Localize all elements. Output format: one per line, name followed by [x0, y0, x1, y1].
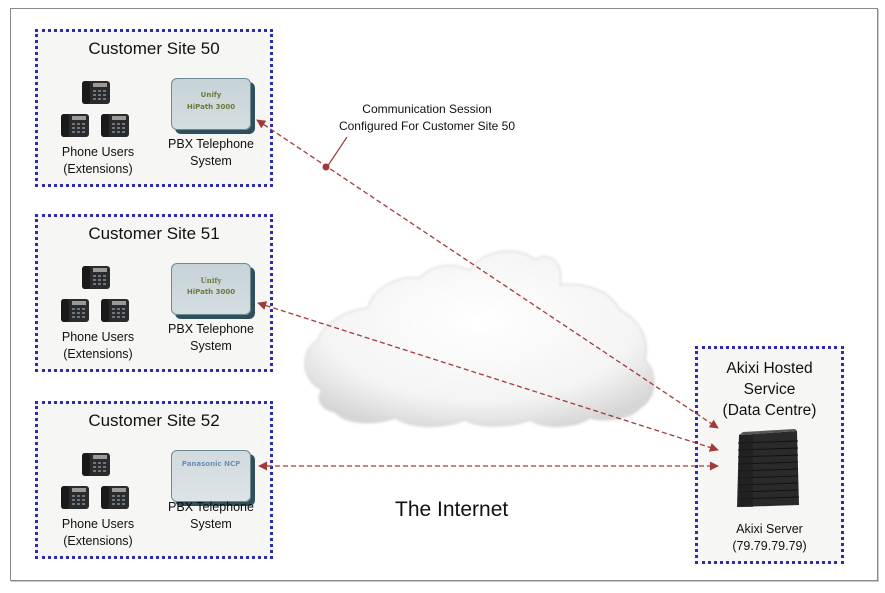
customer-site-50: Customer Site 50 Phone Users (Extensions… — [35, 29, 273, 187]
desk-phone-icon — [101, 114, 129, 137]
pbx-label: PBX Telephone System — [156, 499, 266, 533]
data-centre-title: Akixi Hosted Service (Data Centre) — [698, 358, 841, 421]
site-title: Customer Site 52 — [88, 411, 220, 430]
annotation-anchor-dot — [322, 163, 330, 171]
session-annotation: Communication Session Configured For Cus… — [327, 101, 527, 135]
pbx-device-icon: Unify HiPath 3000 — [171, 263, 251, 315]
annotation-leader-line — [326, 136, 348, 168]
pbx-device-brand: Panasonic NCP — [181, 460, 241, 468]
data-centre-title-line1: Akixi Hosted — [726, 360, 813, 377]
phone-users-label: Phone Users (Extensions) — [43, 144, 153, 178]
pbx-device-model: HiPath 3000 — [186, 103, 236, 111]
phone-users-label: Phone Users (Extensions) — [43, 516, 153, 550]
desk-phone-icon — [82, 453, 110, 476]
phone-users-label: Phone Users (Extensions) — [43, 329, 153, 363]
server-rack-icon — [737, 429, 800, 507]
pbx-label-line1: PBX Telephone — [168, 137, 254, 151]
internet-label: The Internet — [395, 498, 509, 521]
pbx-label: PBX Telephone System — [156, 136, 266, 170]
connection-site-51 — [257, 301, 719, 452]
data-centre-title-line2: Service — [743, 381, 796, 398]
desk-phone-icon — [61, 299, 89, 322]
phone-users-label-line2: (Extensions) — [63, 162, 133, 176]
annotation-line1: Communication Session — [362, 102, 492, 116]
site-title: Customer Site 50 — [88, 39, 220, 58]
server-ip: (79.79.79.79) — [732, 539, 807, 553]
customer-site-51: Customer Site 51 Phone Users (Extensions… — [35, 214, 273, 372]
akixi-data-centre: Akixi Hosted Service (Data Centre) Akixi… — [695, 346, 844, 564]
phone-users-label-line1: Phone Users — [61, 330, 135, 344]
pbx-label-line2: System — [190, 154, 232, 168]
pbx-label-line2: System — [190, 339, 232, 353]
desk-phone-icon — [101, 299, 129, 322]
server-name: Akixi Server — [736, 522, 803, 536]
pbx-label-line1: PBX Telephone — [168, 322, 254, 336]
connection-site-50 — [256, 119, 719, 429]
site-title: Customer Site 51 — [88, 224, 220, 243]
pbx-device-model: HiPath 3000 — [186, 288, 236, 296]
desk-phone-icon — [82, 266, 110, 289]
data-centre-title-line3: (Data Centre) — [722, 402, 817, 419]
pbx-label-line2: System — [190, 517, 232, 531]
pbx-device-icon: Panasonic NCP — [171, 450, 251, 502]
desk-phone-icon — [101, 486, 129, 509]
desk-phone-icon — [61, 114, 89, 137]
phone-users-label-line1: Phone Users — [61, 145, 135, 159]
phone-users-label-line2: (Extensions) — [63, 534, 133, 548]
pbx-device-icon: Unify HiPath 3000 — [171, 78, 251, 130]
pbx-device-brand: Unify — [200, 276, 222, 285]
phone-users-label-line2: (Extensions) — [63, 347, 133, 361]
annotation-line2: Configured For Customer Site 50 — [338, 119, 516, 133]
phone-users-label-line1: Phone Users — [61, 517, 135, 531]
pbx-label-line1: PBX Telephone — [168, 500, 254, 514]
pbx-label: PBX Telephone System — [156, 321, 266, 355]
pbx-device-brand: Unify — [200, 91, 222, 99]
customer-site-52: Customer Site 52 Phone Users (Extensions… — [35, 401, 273, 559]
desk-phone-icon — [82, 81, 110, 104]
desk-phone-icon — [61, 486, 89, 509]
server-label: Akixi Server (79.79.79.79) — [698, 521, 841, 555]
